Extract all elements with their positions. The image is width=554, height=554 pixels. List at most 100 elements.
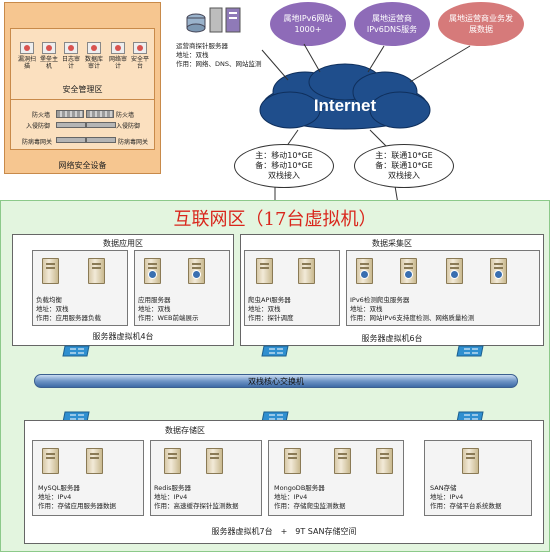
firewall-left-label: 防火墙 [32, 112, 51, 119]
uplink-mobile-dualstack: 双栈接入 [268, 171, 300, 180]
app-server-name: 应用服务器 [138, 296, 171, 304]
divider [10, 99, 155, 100]
collect-zone-title: 数据采集区 [372, 239, 412, 248]
av-gateway-right-icon [86, 137, 116, 143]
globe-badge-icon [450, 270, 459, 279]
uplink-mobile-backup: 备：移动10*GE [255, 161, 313, 170]
bubble-business-data: 属地运营商业务发展数据 [438, 2, 524, 46]
bubble-ipv6-dns-text: 属地运营商IPv6DNS服务 [366, 14, 418, 34]
ids-left-icon [56, 122, 86, 128]
probe-server-address: 地址：双栈 [176, 51, 209, 59]
lb-name: 负载均衡 [36, 296, 62, 304]
mysql-role: 作用：存储应用服务器数据 [38, 502, 116, 510]
ipv6-crawler-name: IPv6检测爬虫服务器 [350, 296, 410, 304]
redis-address: 地址：IPv4 [154, 493, 188, 501]
server-icon [206, 448, 223, 474]
firewall-right-icon [86, 110, 114, 118]
bastion-host-icon [42, 42, 56, 54]
app-server-address: 地址：双栈 [138, 305, 171, 313]
collect-zone-footer: 服务器虚拟机6台 [361, 334, 423, 343]
uplink-unicom: 主：联通10*GE 备：联通10*GE 双栈接入 [354, 144, 454, 188]
server-icon [284, 448, 301, 474]
bubble-ipv6-websites-text: 属地IPv6网站1000+ [283, 14, 333, 34]
mongodb-role: 作用：存储爬虫监测数据 [274, 502, 346, 510]
storage-zone-footer: 服务器虚拟机7台 + 9T SAN存储空间 [211, 527, 357, 536]
storage-zone-title: 数据存储区 [165, 426, 205, 435]
network-audit-icon [111, 42, 125, 54]
database-audit-icon [87, 42, 101, 54]
vulnerability-scan-icon [20, 42, 34, 54]
switch-icon [62, 345, 90, 357]
av-gateway-left-label: 防病毒网关 [22, 139, 53, 146]
log-audit-icon [64, 42, 78, 54]
device-label: 漏洞扫描 [17, 56, 36, 70]
ipv6-crawler-group [346, 250, 540, 326]
uplink-unicom-backup: 备：联通10*GE [375, 161, 433, 170]
bubble-ipv6-dns: 属地运营商IPv6DNS服务 [354, 2, 430, 46]
app-zone-footer: 服务器虚拟机4台 [92, 332, 154, 341]
bubble-business-data-text: 属地运营商业务发展数据 [449, 14, 513, 34]
ipv6-crawler-role: 作用：网站IPv6支持度检测、网络质量检测 [350, 314, 475, 322]
globe-badge-icon [360, 270, 369, 279]
device-label: 安全平台 [130, 56, 149, 70]
san-role: 作用：存储平台系统数据 [430, 502, 502, 510]
server-icon [86, 448, 103, 474]
ids-right-label: 入侵防御 [116, 123, 141, 130]
server-icon [376, 448, 393, 474]
internet-label: Internet [313, 96, 377, 115]
mongodb-address: 地址：IPv4 [274, 493, 308, 501]
firewall-right-label: 防火墙 [116, 112, 135, 119]
globe-badge-icon [404, 270, 413, 279]
device-label: 堡垒主机 [39, 56, 58, 70]
app-server-role: 作用：WEB前端展示 [138, 314, 199, 322]
lb-address: 地址：双栈 [36, 305, 69, 313]
lb-role: 作用：应用服务器负载 [36, 314, 101, 322]
server-icon [164, 448, 181, 474]
switch-icon [456, 345, 484, 357]
server-icon [256, 258, 273, 284]
probe-servers-icon [186, 7, 241, 33]
crawler-api-address: 地址：双栈 [248, 305, 281, 313]
switch-icon [261, 345, 289, 357]
web-badge-icon [148, 270, 157, 279]
crawler-api-role: 作用：探针调度 [248, 314, 294, 322]
san-storage-icon [462, 448, 479, 474]
uplink-mobile: 主：移动10*GE 备：移动10*GE 双栈接入 [234, 144, 334, 188]
probe-server-role: 作用：网络、DNS、网站监测 [176, 60, 262, 68]
firewall-left-icon [56, 110, 84, 118]
san-name: SAN存储 [430, 484, 457, 492]
security-zone-label: 安全管理区 [62, 85, 103, 94]
san-address: 地址：IPv4 [430, 493, 464, 501]
device-label: 网络审计 [108, 56, 127, 70]
probe-server-title: 运营商探针服务器 [176, 42, 228, 50]
core-switch-bus [34, 374, 518, 388]
crawler-api-name: 爬虫API服务器 [248, 296, 291, 304]
device-label: 日志审计 [61, 56, 80, 70]
ids-left-label: 入侵防御 [26, 123, 51, 130]
security-caption: 网络安全设备 [58, 161, 107, 170]
redis-role: 作用：高速缓存探针监测数据 [154, 502, 239, 510]
mongodb-name: MongoDB服务器 [274, 484, 325, 492]
uplink-mobile-main: 主：移动10*GE [255, 151, 313, 160]
server-icon [334, 448, 351, 474]
server-icon [42, 448, 59, 474]
uplink-unicom-main: 主：联通10*GE [375, 151, 433, 160]
internet-cloud-icon [259, 63, 431, 130]
server-icon [88, 258, 105, 284]
security-management-zone [10, 28, 155, 150]
web-badge-icon [192, 270, 201, 279]
server-icon [42, 258, 59, 284]
uplink-unicom-dualstack: 双栈接入 [388, 171, 420, 180]
mysql-address: 地址：IPv4 [38, 493, 72, 501]
core-switch-label: 双栈核心交换机 [248, 377, 304, 386]
security-platform-icon [133, 42, 147, 54]
server-icon [298, 258, 315, 284]
zone-title: 互联网区（17台虚拟机） [173, 209, 377, 230]
av-gateway-left-icon [56, 137, 86, 143]
mysql-name: MySQL服务器 [38, 484, 80, 492]
ids-right-icon [86, 122, 116, 128]
device-label: 数据库审计 [84, 56, 103, 70]
av-gateway-right-label: 防病毒网关 [118, 139, 149, 146]
bubble-ipv6-websites: 属地IPv6网站1000+ [270, 2, 346, 46]
globe-badge-icon [494, 270, 503, 279]
